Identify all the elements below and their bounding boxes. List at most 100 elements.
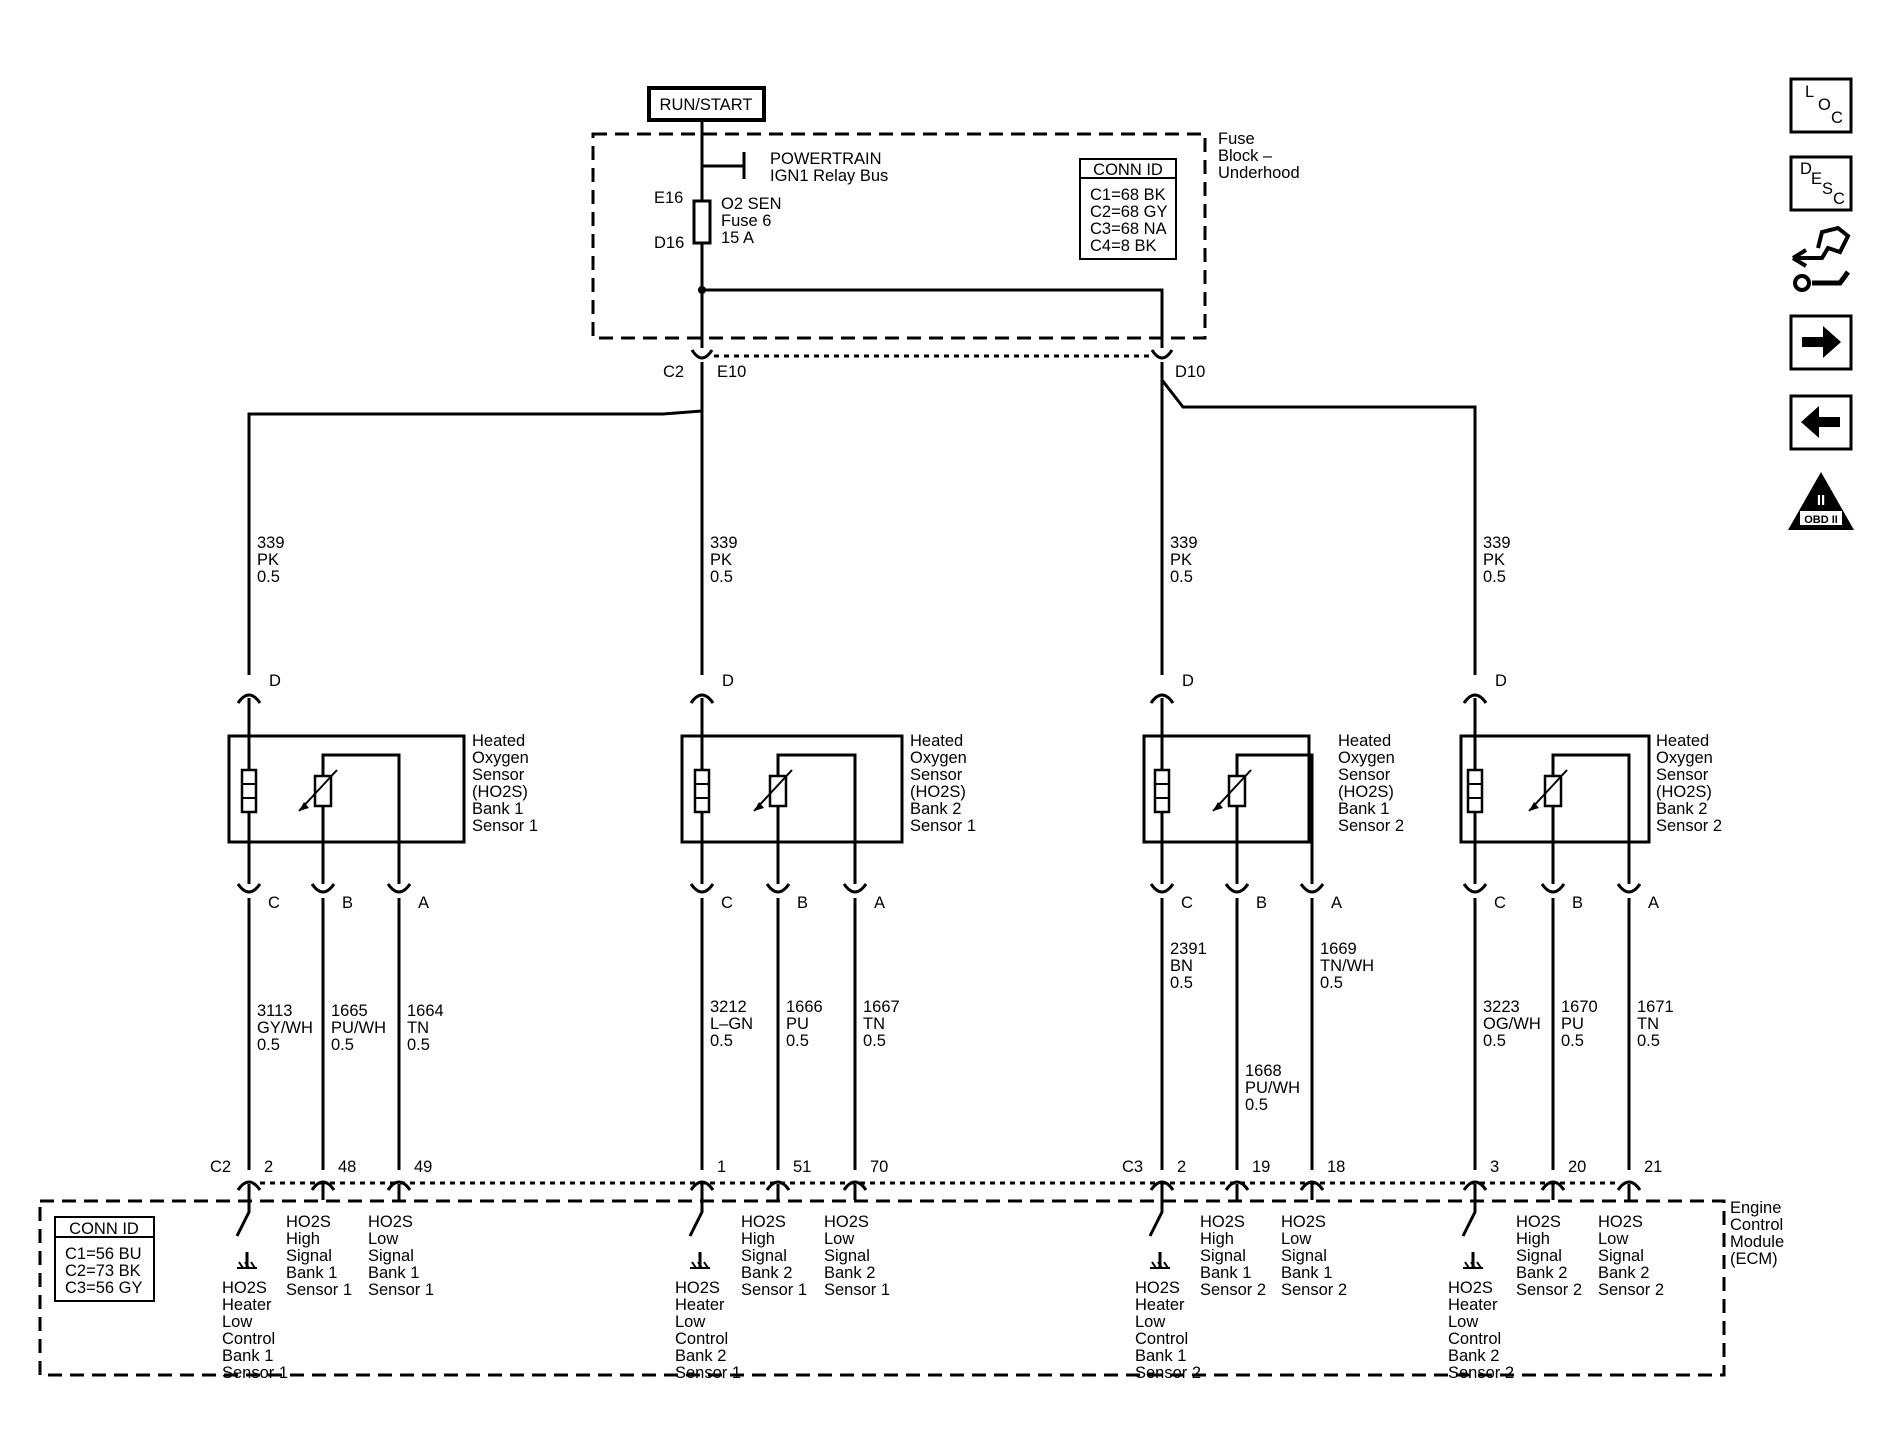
supply-wire-circuit: 339 — [257, 534, 285, 552]
sensor-name: Heated — [1338, 732, 1391, 750]
wire-size: 0.5 — [786, 1032, 809, 1050]
wire-circuit: 1666 — [786, 998, 823, 1016]
ecm-pin-description: Bank 1 — [1281, 1264, 1332, 1282]
ecm-pin-description: Bank 1 — [286, 1264, 337, 1282]
wire-circuit: 1667 — [863, 998, 900, 1016]
ecm-pin-number: 20 — [1568, 1158, 1586, 1176]
ecm-pin-number: 3 — [1490, 1158, 1499, 1176]
ecm-pin-description: High — [1516, 1230, 1550, 1248]
ecm-pin-description: Sensor 2 — [1448, 1364, 1514, 1382]
ground-icon — [1150, 1261, 1170, 1269]
svg-text:IGN1 Relay Bus: IGN1 Relay Bus — [770, 167, 888, 185]
ecm-pin-description: Signal — [368, 1247, 414, 1265]
sensor-name: Sensor — [1656, 766, 1709, 784]
svg-text:II: II — [1817, 492, 1825, 509]
sensor-name: Sensor 1 — [472, 817, 538, 835]
sensor-name: Sensor 2 — [1656, 817, 1722, 835]
ecm-pin-description: HO2S — [741, 1213, 786, 1231]
ecm-pin-description: Control — [1135, 1330, 1188, 1348]
sensor-name: Oxygen — [910, 749, 967, 767]
wire-color: PU — [786, 1015, 809, 1033]
svg-text:E10: E10 — [717, 363, 746, 381]
sensor-name: Oxygen — [1338, 749, 1395, 767]
ecm-pin-description: Low — [222, 1313, 252, 1331]
ecm-pin-description: Low — [1598, 1230, 1628, 1248]
ecm-pin-description: Signal — [824, 1247, 870, 1265]
svg-text:Control: Control — [1730, 1216, 1783, 1234]
wire-size: 0.5 — [407, 1036, 430, 1054]
supply-wire-size: 0.5 — [1170, 568, 1193, 586]
svg-text:D16: D16 — [654, 234, 684, 252]
wire-size: 0.5 — [1245, 1096, 1268, 1114]
desc-button[interactable]: D E S C — [1789, 155, 1853, 212]
ecm-pin-description: HO2S — [1135, 1279, 1180, 1297]
pin-d-label: D — [1495, 672, 1507, 690]
wire-size: 0.5 — [257, 1036, 280, 1054]
sensor-name: Bank 2 — [1656, 800, 1707, 818]
ecm-pin-number: 48 — [338, 1158, 356, 1176]
ecm-pin-description: HO2S — [1200, 1213, 1245, 1231]
obd-ii-icon[interactable]: II OBD II — [1788, 472, 1854, 530]
ecm-outline — [38, 1199, 1726, 1377]
wire-color: L–GN — [710, 1015, 753, 1033]
svg-text:Fuse 6: Fuse 6 — [721, 212, 771, 230]
wire-color: TN/WH — [1320, 957, 1374, 975]
ecm-pin-description: Bank 2 — [1516, 1264, 1567, 1282]
ecm-pin-number: 1 — [717, 1158, 726, 1176]
ecm-pin-description: Bank 2 — [1598, 1264, 1649, 1282]
ecm-pin-description: Signal — [1516, 1247, 1562, 1265]
ecm-pin-description: Sensor 1 — [222, 1364, 288, 1382]
svg-text:S: S — [1822, 180, 1833, 198]
ecm-pin-description: HO2S — [824, 1213, 869, 1231]
sensor-name: Oxygen — [1656, 749, 1713, 767]
ecm-pin-description: Low — [368, 1230, 398, 1248]
ecm-pin-description: HO2S — [1281, 1213, 1326, 1231]
ecm-pin-number: 2 — [1177, 1158, 1186, 1176]
wire-color: TN — [863, 1015, 885, 1033]
ecm-pin-description: Low — [1135, 1313, 1165, 1331]
svg-text:CONN ID: CONN ID — [1093, 161, 1163, 179]
ecm-pin-description: Signal — [286, 1247, 332, 1265]
svg-text:O2 SEN: O2 SEN — [721, 195, 782, 213]
wire-size: 0.5 — [1170, 974, 1193, 992]
previous-arrow-button[interactable] — [1789, 394, 1853, 451]
ecm-pin-description: HO2S — [675, 1279, 720, 1297]
wire-size: 0.5 — [1637, 1032, 1660, 1050]
sensor-name: (HO2S) — [472, 783, 528, 801]
ecm-pin-description: Bank 1 — [1200, 1264, 1251, 1282]
connector-wrench-icon[interactable] — [1791, 225, 1851, 292]
ecm-pin-description: Signal — [1598, 1247, 1644, 1265]
wire-size: 0.5 — [331, 1036, 354, 1054]
ecm-pin-description: Sensor 2 — [1516, 1281, 1582, 1299]
sensor-name: (HO2S) — [910, 783, 966, 801]
supply-wire-color: PK — [257, 551, 279, 569]
wire-color: TN — [407, 1019, 429, 1037]
ecm-pin-description: Sensor 1 — [286, 1281, 352, 1299]
wire-color: BN — [1170, 957, 1193, 975]
next-arrow-button[interactable] — [1789, 314, 1853, 371]
svg-text:C: C — [1833, 190, 1845, 208]
relay-bus-tap — [702, 152, 746, 179]
svg-text:D: D — [1800, 160, 1812, 178]
loc-button[interactable]: L O C — [1789, 77, 1853, 134]
ecm-pin-description: High — [286, 1230, 320, 1248]
wire-circuit: 3113 — [257, 1002, 292, 1020]
pin-label: C — [1494, 894, 1506, 912]
fuse-block-outline — [591, 132, 1207, 340]
wire-color: PU/WH — [331, 1019, 386, 1037]
supply-wire-circuit: 339 — [1170, 534, 1198, 552]
wire-color: PU/WH — [1245, 1079, 1300, 1097]
sensor-name: Sensor 1 — [910, 817, 976, 835]
sensor-name: Bank 1 — [1338, 800, 1389, 818]
ecm-pin-description: Sensor 1 — [824, 1281, 890, 1299]
ecm-pin-description: Heater — [1135, 1296, 1185, 1314]
ecm-conn-id: CONN ID C1=56 BU C2=73 BK C3=56 GY — [54, 1216, 155, 1302]
ecm-pin-description: Low — [824, 1230, 854, 1248]
